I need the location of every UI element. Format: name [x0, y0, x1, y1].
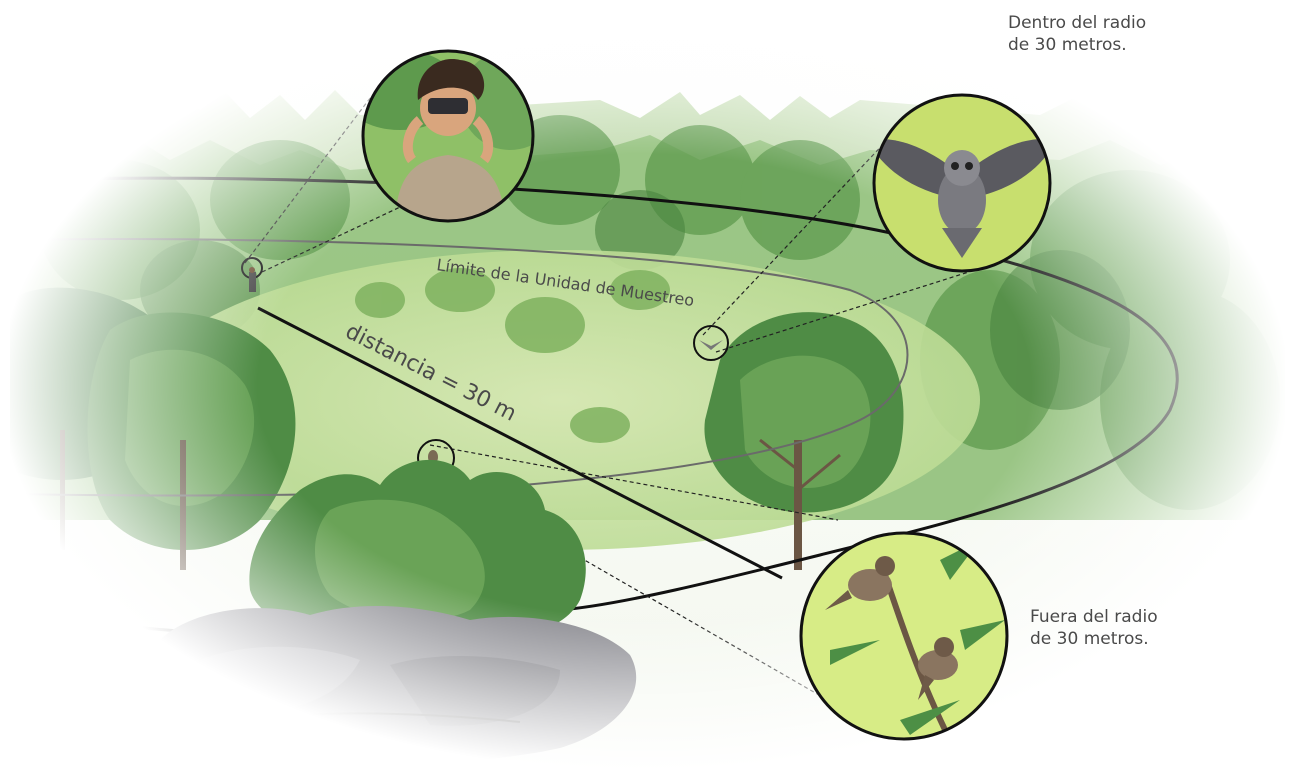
- inside-radius-label: Dentro del radio de 30 metros.: [1008, 12, 1146, 56]
- outside-radius-line-2: de 30 metros.: [1030, 628, 1158, 650]
- inside-radius-line-1: Dentro del radio: [1008, 12, 1146, 34]
- binoculars-icon: [428, 98, 468, 114]
- outside-radius-line-1: Fuera del radio: [1030, 606, 1158, 628]
- outside-radius-label: Fuera del radio de 30 metros.: [1030, 606, 1158, 650]
- inside-radius-line-2: de 30 metros.: [1008, 34, 1146, 56]
